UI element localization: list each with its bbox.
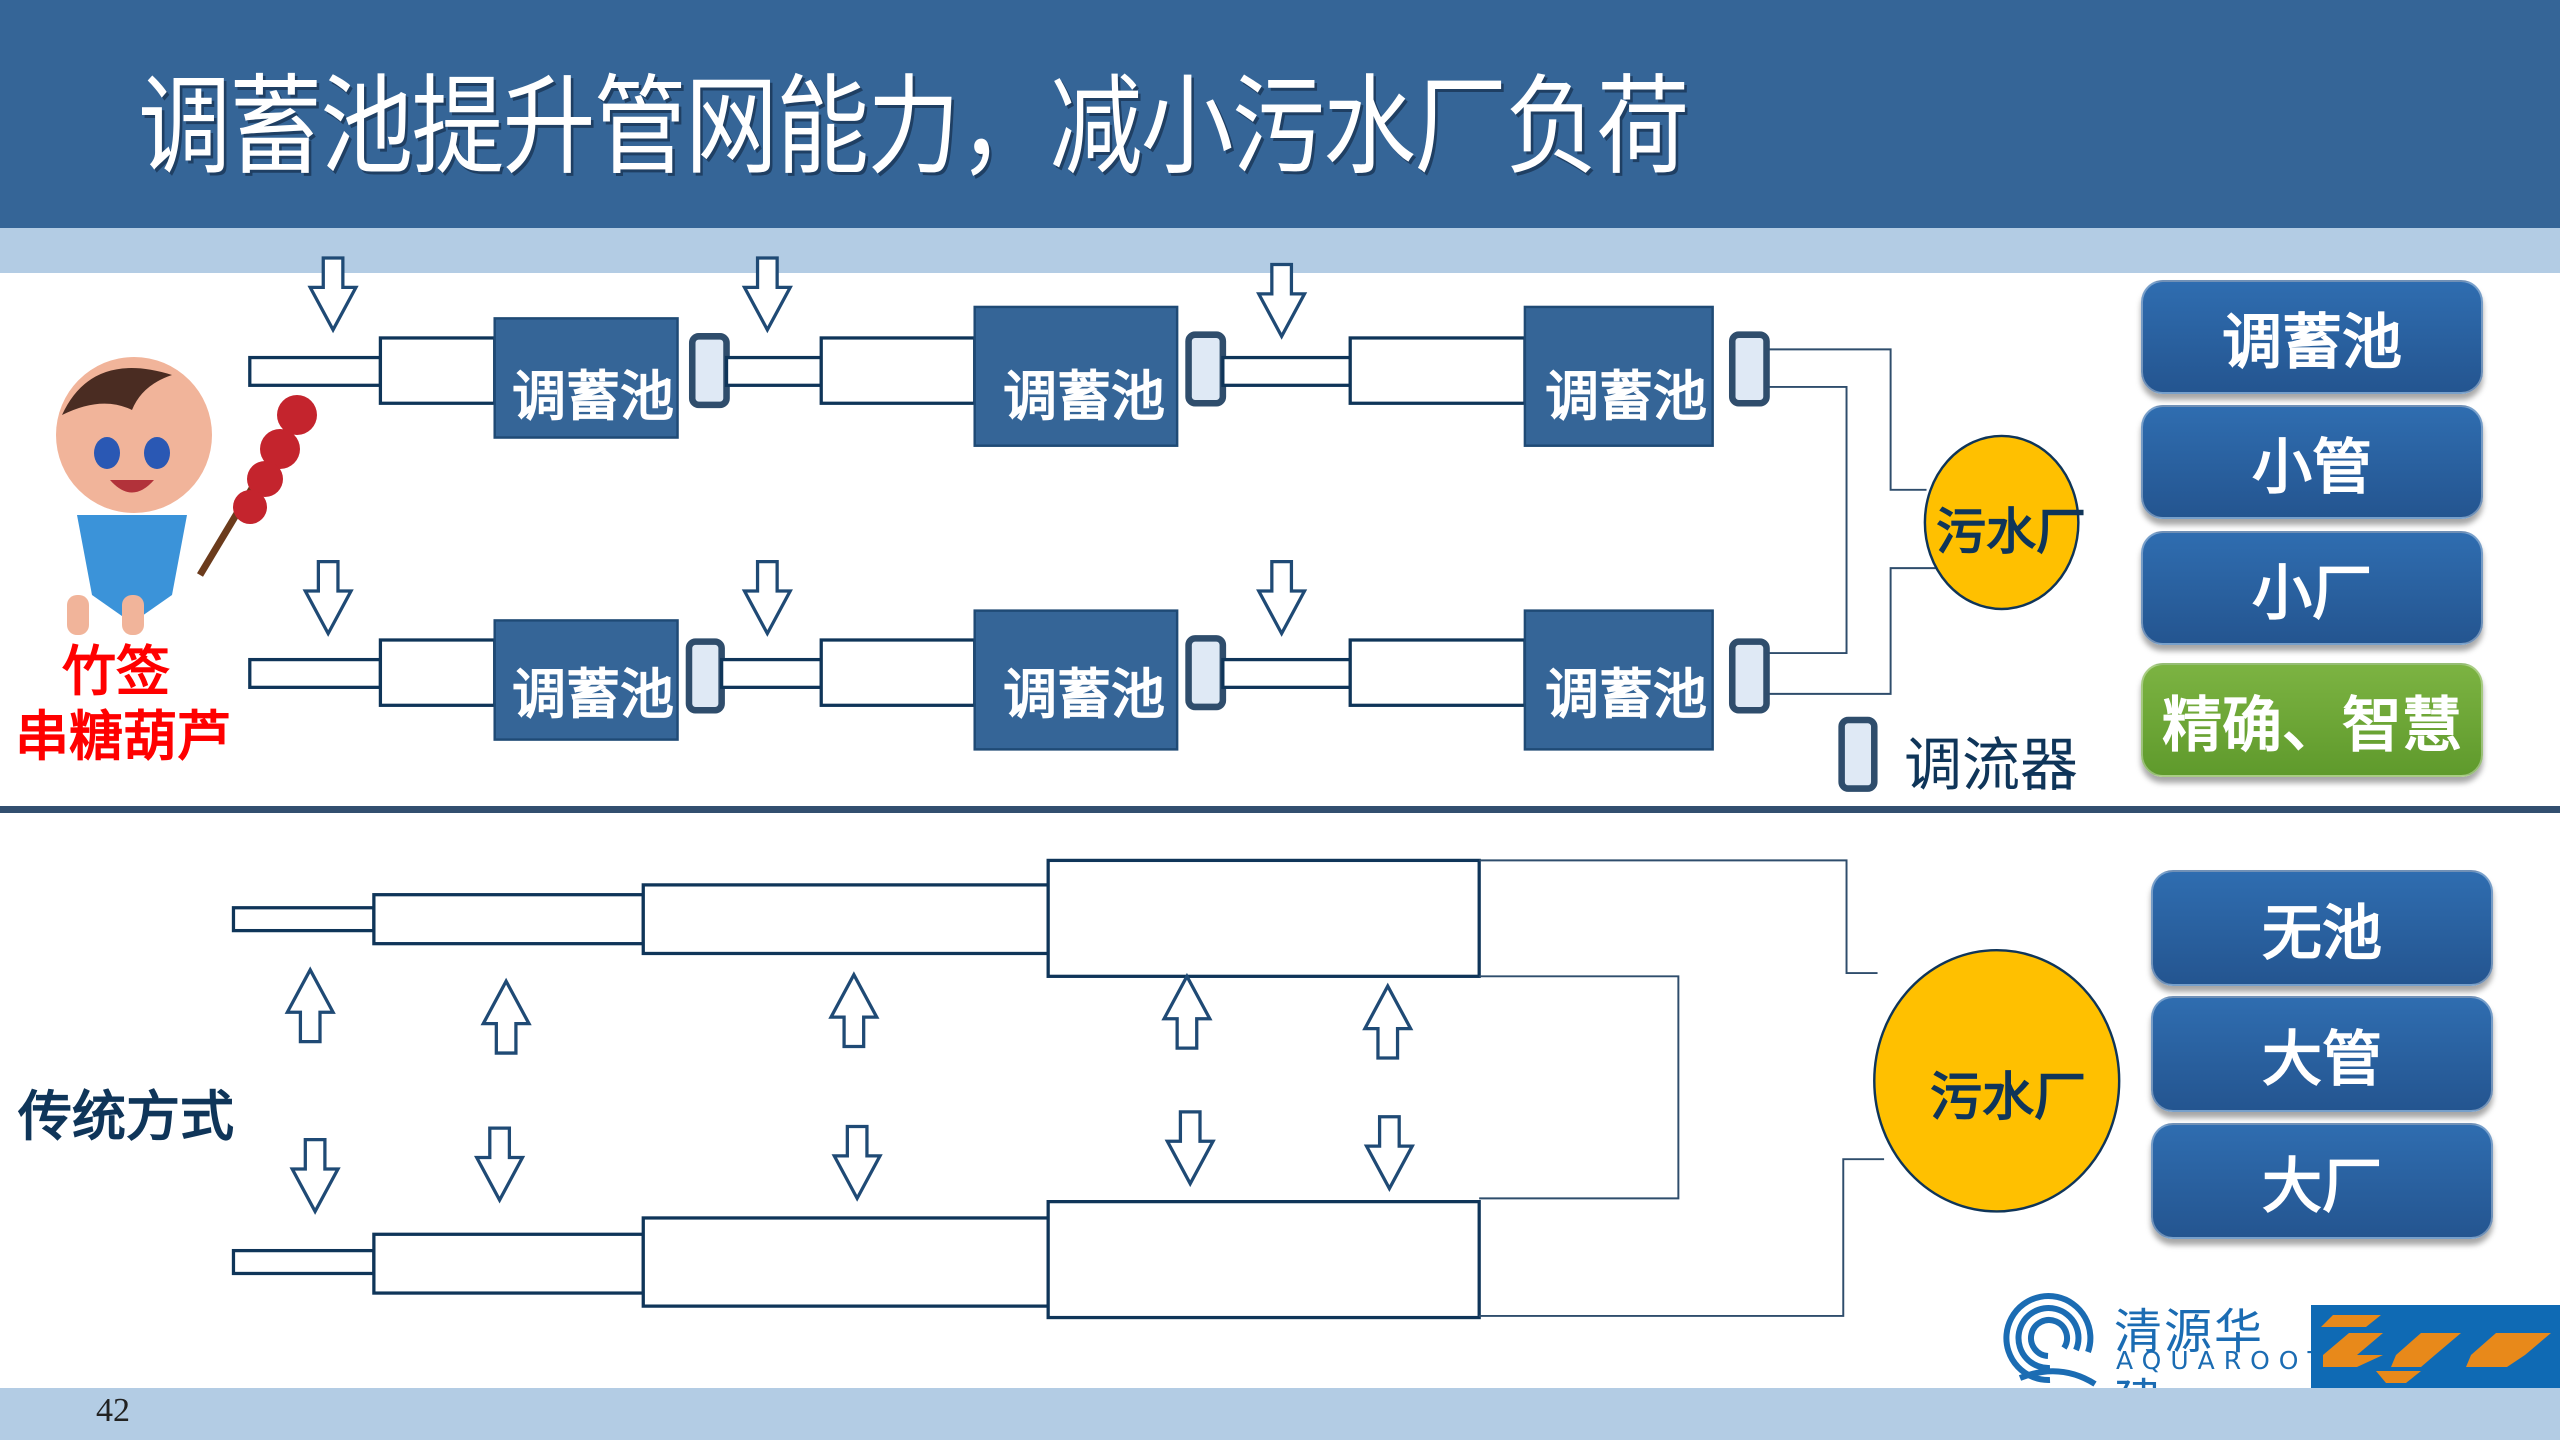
pipe-small xyxy=(720,657,823,689)
tank-label: 调蓄池 xyxy=(1545,663,1707,726)
storage-tank xyxy=(973,609,1179,751)
legend-regulator-label: 调流器 xyxy=(1904,731,2079,799)
pipe-medium xyxy=(378,638,497,707)
feature-button-small-pipe[interactable]: 小管 xyxy=(2141,405,2483,519)
inflow-arrow-icon xyxy=(742,559,792,636)
inflow-arrow-icon xyxy=(1364,1115,1414,1191)
outflow-arrow-icon xyxy=(481,979,531,1055)
flow-regulator xyxy=(688,333,730,409)
pipe-medium xyxy=(1348,336,1527,405)
storage-tank xyxy=(493,619,679,741)
flow-regulator xyxy=(1728,331,1770,407)
feature-button-large-plant[interactable]: 大厂 xyxy=(2151,1123,2493,1239)
outflow-arrow-icon xyxy=(829,973,879,1049)
mascot-baby-image xyxy=(22,355,332,645)
storage-tank xyxy=(493,317,679,439)
storage-tank xyxy=(973,305,1179,447)
sewage-plant-bottom xyxy=(1873,948,2121,1213)
pipe-small xyxy=(231,1248,376,1276)
bottom-connectors xyxy=(1479,859,1885,1317)
pipe-medium xyxy=(819,638,977,707)
outflow-arrow-icon xyxy=(285,968,335,1044)
section-divider xyxy=(0,806,2560,813)
flow-regulator xyxy=(685,638,725,714)
pipe-large xyxy=(641,883,1050,956)
traditional-row-2 xyxy=(231,1200,1481,1320)
storage-tank xyxy=(1523,305,1714,447)
top-row-2 xyxy=(248,559,1770,751)
pipe-medium xyxy=(378,336,497,405)
tank-label: 调蓄池 xyxy=(1545,365,1707,428)
inflow-arrow-icon xyxy=(1257,559,1307,636)
inflow-arrow-icon xyxy=(742,256,792,332)
title-bar xyxy=(0,0,2560,228)
inflow-arrow-icon xyxy=(308,256,358,332)
pipe-small xyxy=(248,657,383,689)
sewage-plant-top xyxy=(1923,434,2080,611)
pipe-large xyxy=(641,1216,1050,1308)
outflow-arrow-icon xyxy=(1162,974,1212,1050)
partner-emblem-icon xyxy=(2321,1315,2551,1383)
legend-regulator-icon xyxy=(1838,716,1878,792)
company-name-en: AQUAROOT xyxy=(2116,1346,2332,1375)
pipe-medium xyxy=(819,336,977,405)
tank-label: 调蓄池 xyxy=(1003,365,1165,428)
feature-button-no-tank[interactable]: 无池 xyxy=(2151,870,2493,986)
inflow-arrow-icon xyxy=(1165,1110,1215,1186)
inflow-arrow-icon xyxy=(290,1137,340,1214)
inflow-arrow-icon xyxy=(475,1126,525,1202)
tank-label: 调蓄池 xyxy=(512,663,674,726)
top-row-1 xyxy=(248,256,1770,447)
pipe-medium xyxy=(1348,638,1527,707)
pipe-small xyxy=(231,906,376,933)
outflow-arrow-icon xyxy=(1363,984,1413,1060)
flow-regulator xyxy=(1185,635,1227,711)
pipe-medium xyxy=(372,893,645,946)
flow-regulator xyxy=(1728,638,1770,714)
traditional-method-label: 传统方式 xyxy=(18,1085,234,1148)
tank-label: 调蓄池 xyxy=(1003,663,1165,726)
feature-button-storage-tank[interactable]: 调蓄池 xyxy=(2141,280,2483,394)
flow-regulator xyxy=(1185,331,1227,407)
top-connectors xyxy=(1766,348,1937,695)
pipe-medium xyxy=(372,1232,645,1295)
page-number: 42 xyxy=(96,1392,130,1429)
tank-label: 调蓄池 xyxy=(512,365,674,428)
slide-title: 调蓄池提升管网能力，减小污水厂负荷 xyxy=(138,65,1689,190)
mascot-caption-line1: 竹签 xyxy=(62,640,170,703)
sewage-plant-label-top: 污水厂 xyxy=(1936,503,2086,561)
sewage-plant-label-bottom: 污水厂 xyxy=(1930,1068,2087,1128)
partner-logo xyxy=(2311,1305,2560,1388)
pipe-xlarge xyxy=(1046,858,1481,978)
pipe-small xyxy=(1221,355,1352,387)
feature-button-small-plant[interactable]: 小厂 xyxy=(2141,531,2483,645)
storage-tank xyxy=(1523,609,1714,751)
traditional-row-1 xyxy=(231,858,1481,978)
inflow-arrow-icon xyxy=(1257,262,1307,338)
feature-button-large-pipe[interactable]: 大管 xyxy=(2151,996,2493,1112)
pipe-small xyxy=(1221,657,1352,689)
feature-button-precise-smart[interactable]: 精确、智慧 xyxy=(2141,663,2483,777)
aquaroot-emblem-icon xyxy=(2003,1293,2097,1387)
inflow-arrow-icon xyxy=(832,1124,882,1200)
pipe-small xyxy=(724,355,823,387)
aquaroot-logo: 清源华建 AQUAROOT xyxy=(1990,1292,2323,1430)
mascot-caption-line2: 串糖葫芦 xyxy=(15,705,231,768)
pipe-xlarge xyxy=(1046,1200,1481,1320)
footer-bar xyxy=(0,1388,2560,1440)
